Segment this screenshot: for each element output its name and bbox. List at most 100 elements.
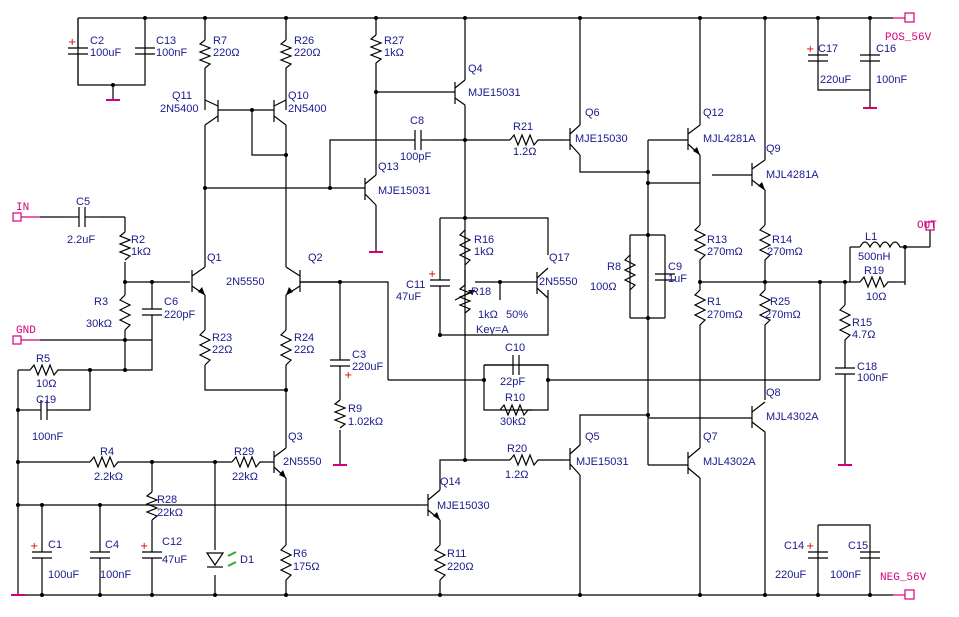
R11-value: 220Ω	[447, 561, 474, 573]
Q9-value: MJL4281A	[766, 169, 819, 181]
R1-ref: R1	[707, 296, 721, 308]
R4-ref: R4	[100, 446, 114, 458]
R1-value: 270mΩ	[707, 309, 743, 321]
R16-value: 1kΩ	[474, 246, 494, 258]
R25-symbol	[758, 289, 772, 330]
port-pos: POS_56V	[885, 12, 932, 44]
R8-symbol	[623, 254, 637, 291]
R10-symbol	[499, 403, 532, 417]
C19-symbol	[30, 400, 58, 420]
Q2-ref: Q2	[308, 252, 323, 264]
svg-text:+: +	[30, 541, 38, 552]
C2-value: 100uF	[90, 47, 121, 59]
C11-symbol: +	[428, 265, 450, 300]
C15-value: 100nF	[830, 569, 861, 581]
svg-text:IN: IN	[16, 202, 29, 214]
Q14-symbol	[420, 489, 441, 521]
R27-symbol	[369, 34, 383, 70]
Q5-symbol	[565, 444, 581, 476]
R14-symbol	[758, 224, 772, 265]
svg-text:GND: GND	[16, 325, 36, 337]
R15-value: 4.7Ω	[852, 329, 876, 341]
R20-value: 1.2Ω	[505, 469, 529, 481]
svg-text:NEG_56V: NEG_56V	[880, 572, 927, 584]
R2-ref: R2	[131, 234, 145, 246]
C13-value: 100nF	[156, 47, 187, 59]
svg-text:+: +	[428, 269, 436, 280]
Q1-symbol	[191, 255, 206, 296]
R3-value: 30kΩ	[86, 318, 112, 330]
transistors	[191, 79, 766, 521]
C1-symbol: +	[30, 540, 52, 570]
R23-value: 22Ω	[212, 344, 232, 356]
Q2-symbol	[285, 255, 301, 296]
R4-value: 2.2kΩ	[94, 471, 123, 483]
R16-symbol	[458, 229, 472, 266]
port-out: OUT	[917, 220, 937, 232]
R28-value: 22kΩ	[157, 507, 183, 519]
C16-symbol	[860, 54, 880, 62]
C10-ref: C10	[505, 342, 525, 354]
R23-symbol	[198, 329, 212, 366]
R6-value: 175Ω	[293, 561, 320, 573]
C8-ref: C8	[410, 115, 424, 127]
Q2-value: 2N5550	[226, 276, 265, 288]
C2-ref: C2	[90, 35, 104, 47]
svg-text:+: +	[806, 541, 814, 552]
R2-value: 1kΩ	[131, 246, 151, 258]
R2-symbol	[118, 231, 132, 261]
C6-value: 220pF	[164, 309, 195, 321]
R24-value: 22Ω	[294, 344, 314, 356]
R1-symbol	[693, 289, 707, 330]
Q9-ref: Q9	[766, 143, 781, 155]
C11-ref: C11	[406, 279, 425, 291]
C15-symbol	[860, 551, 880, 559]
Q6-symbol	[565, 124, 581, 156]
C17-symbol: +	[806, 44, 828, 62]
R6-ref: R6	[293, 548, 307, 560]
R18-key: Key=A	[476, 324, 509, 336]
D1-ref: D1	[240, 554, 254, 566]
C9-value: 1uF	[668, 273, 687, 285]
Q6-ref: Q6	[585, 107, 600, 119]
Q8-value: MJL4302A	[766, 411, 819, 423]
svg-text:+: +	[68, 37, 76, 48]
R9-ref: R9	[348, 403, 362, 415]
R26-symbol	[279, 39, 293, 72]
R24-ref: R24	[294, 332, 314, 344]
R26-value: 220Ω	[294, 47, 321, 59]
R3-ref: R3	[94, 296, 108, 308]
C14-symbol: +	[806, 541, 828, 559]
Q13-symbol	[330, 174, 377, 206]
L1-ref: L1	[865, 231, 877, 243]
Q12-value: MJL4281A	[703, 133, 756, 145]
R11-ref: R11	[447, 548, 466, 560]
port-in: IN	[12, 202, 40, 222]
C9-symbol	[655, 273, 675, 281]
R15-ref: R15	[852, 317, 872, 329]
Q11-ref: Q11	[172, 90, 192, 102]
R24-symbol	[279, 329, 293, 366]
C5-ref: C5	[76, 196, 90, 208]
C13-ref: C13	[156, 35, 176, 47]
Q3-symbol	[273, 447, 287, 479]
R4-symbol	[89, 455, 125, 469]
R7-value: 220Ω	[213, 47, 240, 59]
Q11-symbol	[204, 99, 219, 126]
R19-ref: R19	[864, 265, 884, 277]
Q17-value: 2N5550	[539, 276, 578, 288]
Q8-symbol	[751, 401, 766, 433]
R3-symbol	[118, 294, 132, 331]
Q13-ref: Q13	[378, 161, 399, 173]
R9-symbol	[333, 399, 347, 429]
C3-value: 220uF	[352, 361, 383, 373]
C4-value: 100nF	[100, 569, 131, 581]
svg-text:POS_56V: POS_56V	[885, 32, 932, 44]
Q11-value: 2N5400	[160, 103, 199, 115]
C6-symbol	[142, 300, 162, 325]
Q7-value: MJL4302A	[703, 456, 756, 468]
R23-ref: R23	[212, 332, 232, 344]
C3-symbol: +	[330, 350, 352, 381]
C19-ref: C19	[36, 394, 56, 406]
